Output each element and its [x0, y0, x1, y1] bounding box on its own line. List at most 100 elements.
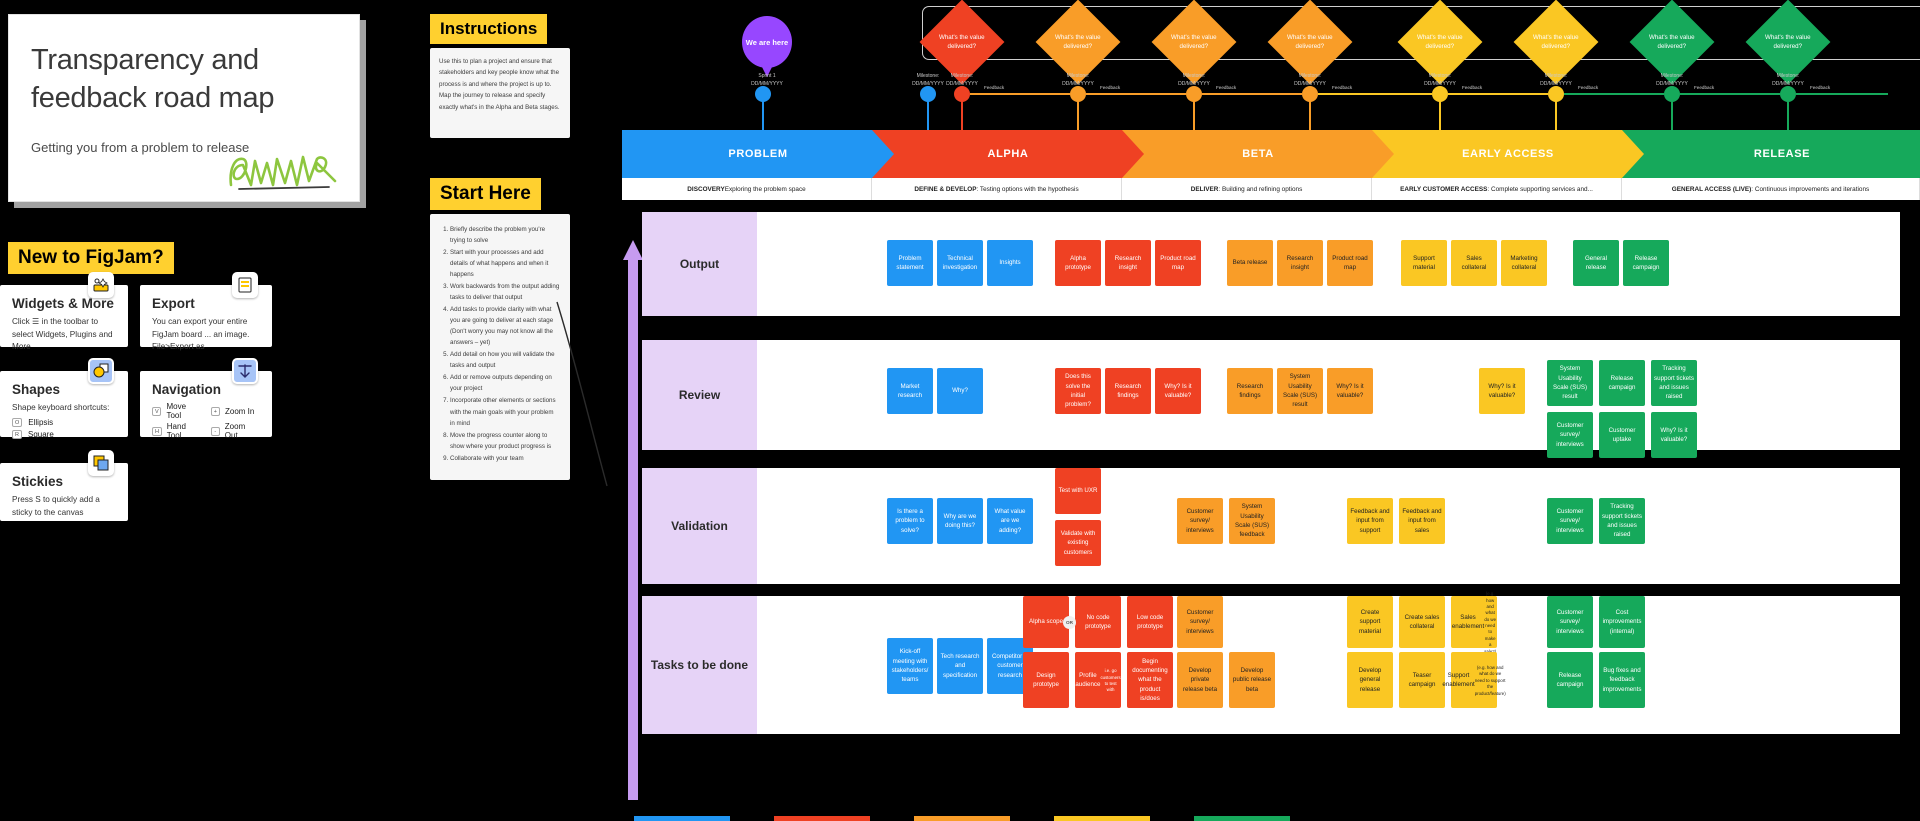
sticky-note[interactable]: Support material	[1401, 240, 1447, 286]
sticky-note[interactable]: Customer survey/ interviews	[1177, 498, 1223, 544]
sticky-note[interactable]: Create support material	[1347, 596, 1393, 648]
sticky-note[interactable]: Validate with existing customers	[1055, 520, 1101, 566]
sticky-note[interactable]: Tech research and specification	[937, 638, 983, 694]
sticky-note[interactable]: Customer survey/ interviews	[1177, 596, 1223, 648]
phase-chevron[interactable]: PROBLEM	[622, 130, 894, 178]
sticky-note[interactable]: Research findings	[1105, 368, 1151, 414]
sticky-note[interactable]: Problem statement	[887, 240, 933, 286]
milestone-label: Milestone:DD/MM/YYYY	[1632, 73, 1712, 88]
timeline-dot[interactable]	[1302, 86, 1318, 102]
sticky-note[interactable]: Kick-off meeting with stakeholders/ team…	[887, 638, 933, 694]
sticky-note[interactable]: Why? Is it valuable?	[1327, 368, 1373, 414]
timeline-dot[interactable]	[954, 86, 970, 102]
sticky-note[interactable]: Feedback and input from sales	[1399, 498, 1445, 544]
sticky-note[interactable]: Release campaign	[1547, 652, 1593, 708]
sticky-note[interactable]: System Usability Scale (SUS) result	[1277, 368, 1323, 414]
sticky-note[interactable]: General release	[1573, 240, 1619, 286]
we-are-here-marker[interactable]: We are here	[742, 16, 792, 68]
sticky-note-text: Design prototype	[1033, 671, 1059, 688]
sticky-note[interactable]: Test with UXR	[1055, 468, 1101, 514]
timeline-dot[interactable]	[1070, 86, 1086, 102]
sticky-note[interactable]: Customer uptake	[1599, 412, 1645, 458]
timeline-dot[interactable]	[1780, 86, 1796, 102]
sticky-note[interactable]: Product road map	[1327, 240, 1373, 286]
sticky-note[interactable]: Is there a problem to solve?	[887, 498, 933, 544]
timeline-dot[interactable]	[1548, 86, 1564, 102]
shortcut-move-tool: V Move Tool	[152, 402, 201, 420]
sticky-note[interactable]: Cost improvements (internal)	[1599, 596, 1645, 648]
sticky-note[interactable]: Support enablement(e.g. how and what do …	[1442, 652, 1506, 708]
swimlane-label-text: Output	[679, 257, 720, 271]
phase-chevron[interactable]: EARLY ACCESS	[1372, 130, 1644, 178]
sticky-note[interactable]: Why?	[937, 368, 983, 414]
phase-chevron[interactable]: RELEASE	[1622, 130, 1920, 178]
sticky-note[interactable]: System Usability Scale (SUS) feedback	[1229, 498, 1275, 544]
sticky-note[interactable]: Release campaign	[1623, 240, 1669, 286]
sticky-note[interactable]: Marketing collateral	[1501, 240, 1547, 286]
sticky-note[interactable]: Alpha prototype	[1055, 240, 1101, 286]
sticky-note-text: Release campaign	[1608, 374, 1636, 391]
timeline-dot[interactable]	[1432, 86, 1448, 102]
sticky-note[interactable]: Create sales collateral	[1399, 596, 1445, 648]
sticky-note[interactable]: Beta release	[1227, 240, 1273, 286]
or-badge: OR	[1063, 616, 1076, 629]
sticky-note[interactable]: Develop public release beta	[1229, 652, 1275, 708]
sticky-note[interactable]: Research insight	[1277, 240, 1323, 286]
sticky-note[interactable]: System Usability Scale (SUS) result	[1547, 360, 1593, 406]
sticky-note[interactable]: Customer survey/ interviews	[1547, 412, 1593, 458]
sticky-note-text: Feedback and input from support	[1350, 508, 1390, 534]
sticky-note-text: Profile audience	[1075, 671, 1101, 688]
timeline-dot[interactable]	[1186, 86, 1202, 102]
sticky-note[interactable]: Tracking support tickets and issues rais…	[1651, 360, 1697, 406]
sticky-note[interactable]: Sales collateral	[1451, 240, 1497, 286]
sticky-note[interactable]: Develop general release	[1347, 652, 1393, 708]
sticky-note[interactable]: Feedback and input from support	[1347, 498, 1393, 544]
sticky-note[interactable]: Teaser campaign	[1399, 652, 1445, 708]
phase-chevron[interactable]: BETA	[1122, 130, 1394, 178]
sticky-note[interactable]: Begin documenting what the product is/do…	[1127, 652, 1173, 708]
sticky-note[interactable]: Product road map	[1155, 240, 1201, 286]
phase-label: EARLY ACCESS	[1462, 148, 1554, 160]
instructions-tag: Instructions	[430, 14, 548, 44]
sticky-note[interactable]: Alpha scope	[1023, 596, 1069, 648]
phase-subtitle-rest: Exploring the problem space	[724, 185, 806, 193]
phase-bottom-strip	[774, 816, 870, 821]
timeline-dot-sprint[interactable]	[755, 86, 771, 102]
start-here-step: Briefly describe the problem you're tryi…	[450, 224, 560, 246]
sticky-note[interactable]: Why? Is it valuable?	[1479, 368, 1525, 414]
sticky-note[interactable]: Technical investigation	[937, 240, 983, 286]
sticky-note[interactable]: Develop private release beta	[1177, 652, 1223, 708]
sticky-note[interactable]: Customer survey/ interviews	[1547, 596, 1593, 648]
sticky-note-text: Cost improvements (internal)	[1602, 609, 1642, 635]
sticky-note[interactable]: Low code prototype	[1127, 596, 1173, 648]
sticky-note[interactable]: Design prototype	[1023, 652, 1069, 708]
sticky-note-text: General release	[1584, 254, 1607, 271]
progress-arrow-icon	[623, 240, 643, 800]
sticky-note[interactable]: Market research	[887, 368, 933, 414]
sticky-note-text: Customer survey/ interviews	[1186, 508, 1214, 534]
sticky-note[interactable]: Tracking support tickets and issues rais…	[1599, 498, 1645, 544]
sticky-note[interactable]: Why are we doing this?	[937, 498, 983, 544]
timeline-dot-milestone[interactable]	[920, 86, 936, 102]
start-here-step: Add tasks to provide clarity with what y…	[450, 304, 560, 348]
sticky-note-text: Insights	[999, 259, 1021, 267]
sticky-note[interactable]: Does this solve the initial problem?	[1055, 368, 1101, 414]
sticky-note[interactable]: Sales enablement(e.g. how and what do we…	[1451, 591, 1497, 654]
sticky-note[interactable]: No code prototype	[1075, 596, 1121, 648]
sticky-note[interactable]: What value are we adding?	[987, 498, 1033, 544]
sticky-note[interactable]: Insights	[987, 240, 1033, 286]
sticky-note[interactable]: Research insight	[1105, 240, 1151, 286]
sticky-note[interactable]: Why? Is it valuable?	[1155, 368, 1201, 414]
sticky-note[interactable]: Research findings	[1227, 368, 1273, 414]
sticky-note[interactable]: Why? Is it valuable?	[1651, 412, 1697, 458]
sticky-note[interactable]: Release campaign	[1599, 360, 1645, 406]
sticky-note[interactable]: Customer survey/ interviews	[1547, 498, 1593, 544]
phase-chevron[interactable]: ALPHA	[872, 130, 1144, 178]
sticky-note[interactable]: Bug fixes and feedback improvements	[1599, 652, 1645, 708]
milestone-date: DD/MM/YYYY	[1772, 80, 1804, 87]
sticky-note-text: System Usability Scale (SUS) feedback	[1234, 503, 1270, 539]
timeline-dot[interactable]	[1664, 86, 1680, 102]
milestone-name: Milestone:	[1544, 73, 1568, 79]
tip-title: Stickies	[12, 474, 64, 489]
